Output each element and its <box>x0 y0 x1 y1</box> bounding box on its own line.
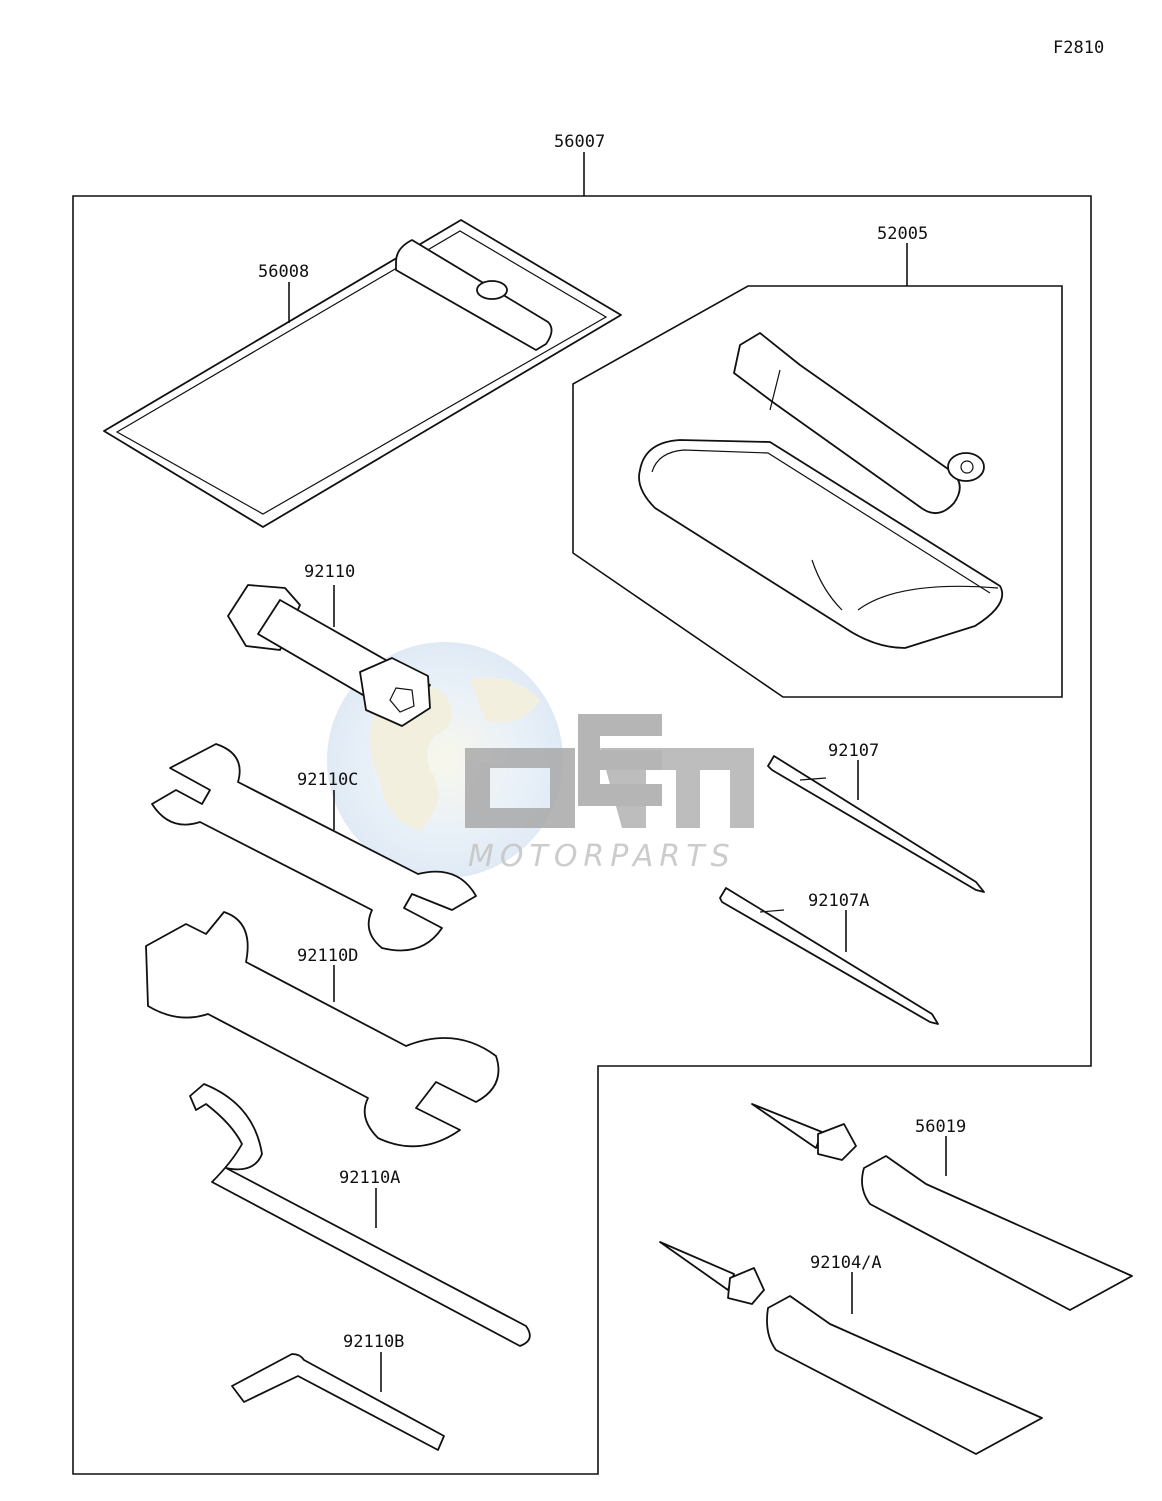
label-56007: 56007 <box>554 132 605 152</box>
label-92104A: 92104/A <box>810 1253 882 1273</box>
watermark-text: MOTORPARTS <box>468 839 736 874</box>
tire-repair-tube <box>733 332 985 514</box>
plug-wrench <box>227 584 431 727</box>
open-wrench-small <box>151 743 477 952</box>
open-wrench-large <box>145 911 500 1148</box>
screwdriver-bit-a <box>719 887 939 1025</box>
label-56019: 56019 <box>915 1117 966 1137</box>
tool-case <box>103 219 622 528</box>
label-92110: 92110 <box>304 562 355 582</box>
watermark: MOTORPARTS <box>465 714 754 874</box>
label-92107A: 92107A <box>808 891 869 911</box>
hex-key <box>231 1352 445 1451</box>
label-52005: 52005 <box>877 224 928 244</box>
figure-code: F2810 <box>1053 38 1104 58</box>
grease-tube-a <box>659 1241 1043 1455</box>
kit-frame <box>72 195 1092 1475</box>
watermark-logo <box>465 714 754 828</box>
tire-repair-pouch <box>638 439 1004 649</box>
label-92110A: 92110A <box>339 1168 400 1188</box>
grease-tube <box>751 1103 1133 1311</box>
label-92107: 92107 <box>828 741 879 761</box>
label-92110D: 92110D <box>297 946 358 966</box>
hook-wrench <box>189 1083 531 1347</box>
label-56008: 56008 <box>258 262 309 282</box>
label-92110C: 92110C <box>297 770 358 790</box>
label-92110B: 92110B <box>343 1332 404 1352</box>
tube-kit-frame <box>572 285 1063 698</box>
screwdriver-bit <box>767 755 985 893</box>
